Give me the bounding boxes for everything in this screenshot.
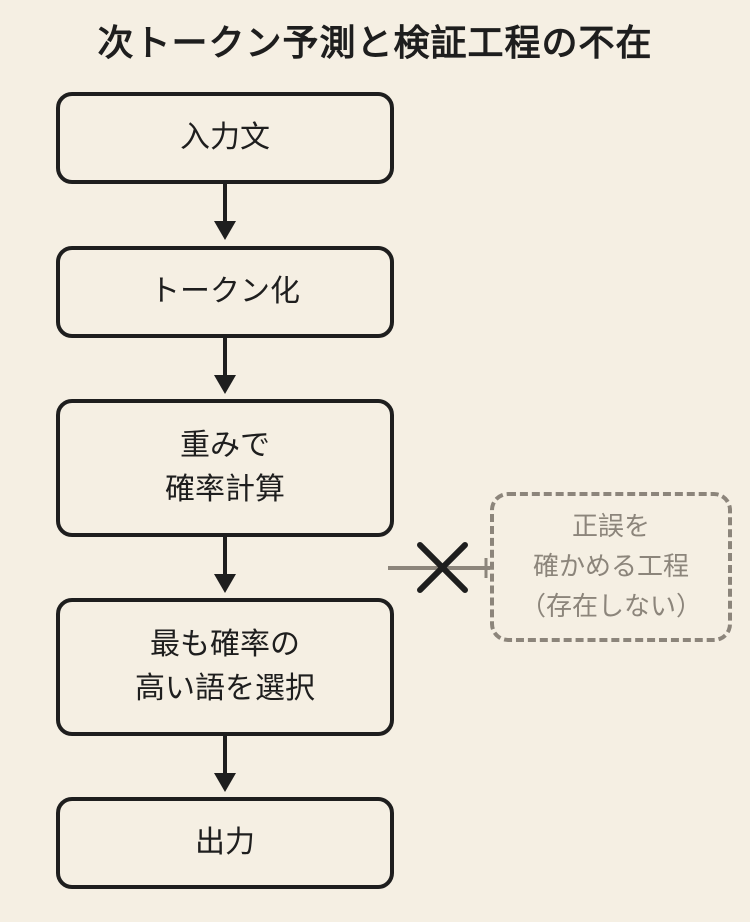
flow-arrow — [214, 337, 236, 394]
step-label: 入力文 — [180, 120, 270, 155]
missing-step-label: （存在しない） — [519, 592, 702, 622]
step-tokenize: トークン化 — [56, 246, 394, 338]
flow-arrow — [214, 536, 236, 593]
diagram-title: 次トークン予測と検証工程の不在 — [97, 23, 653, 64]
missing-step-label: 正誤を — [571, 512, 650, 542]
step-select-word: 最も確率の 高い語を選択 — [56, 598, 394, 736]
flow-arrow — [214, 183, 236, 240]
step-label: 確率計算 — [165, 472, 285, 507]
missing-verification-step: 正誤を 確かめる工程 （存在しない） — [490, 492, 732, 642]
step-label: 高い語を選択 — [135, 671, 315, 706]
flow-arrow — [214, 735, 236, 792]
cross-icon — [417, 542, 468, 593]
step-label: 最も確率の — [150, 627, 300, 662]
step-label: 出力 — [195, 825, 255, 860]
missing-step-label: 確かめる工程 — [532, 552, 689, 582]
step-label: 重みで — [180, 428, 270, 463]
step-input-text: 入力文 — [56, 92, 394, 184]
step-probability-calc: 重みで 確率計算 — [56, 399, 394, 537]
step-output: 出力 — [56, 797, 394, 889]
step-label: トークン化 — [150, 274, 300, 309]
